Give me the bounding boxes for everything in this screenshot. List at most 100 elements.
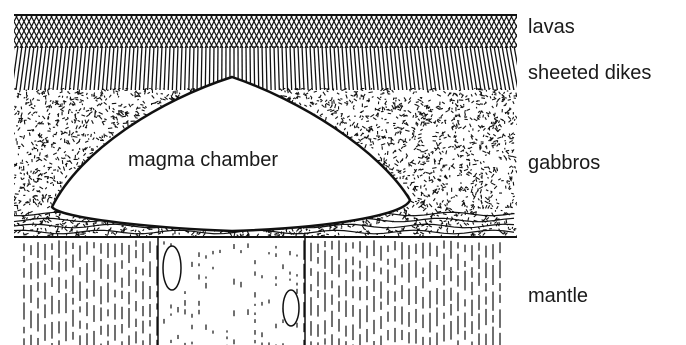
gabbro-speck (13, 177, 16, 178)
gabbro-speck (49, 163, 52, 164)
gabbro-speck (399, 149, 402, 152)
dike-stroke (156, 46, 158, 92)
gabbro-speck (372, 96, 374, 97)
gabbro-speck (23, 184, 24, 185)
gabbro-speck (418, 161, 420, 164)
gabbro-speck (138, 113, 139, 114)
gabbro-speck (425, 219, 427, 223)
gabbro-speck (421, 225, 424, 226)
gabbro-speck (45, 194, 47, 197)
gabbro-speck (497, 99, 499, 102)
gabbro-speck (124, 107, 127, 108)
gabbro-speck (366, 219, 367, 223)
gabbro-speck (512, 199, 513, 200)
gabbro-speck (456, 213, 457, 216)
gabbro-speck (465, 117, 467, 118)
gabbro-speck (36, 170, 40, 171)
gabbro-speck (309, 230, 310, 231)
gabbro-speck (497, 137, 501, 138)
gabbro-speck (456, 128, 457, 129)
gabbro-speck (81, 115, 85, 116)
gabbro-speck (453, 159, 455, 160)
gabbro-speck (494, 117, 498, 118)
gabbro-speck (480, 162, 481, 164)
dike-stroke (370, 46, 374, 92)
gabbro-speck (443, 91, 445, 93)
gabbro-speck (26, 202, 30, 203)
gabbro-speck (512, 150, 513, 151)
gabbro-speck (29, 179, 30, 183)
gabbro-speck (129, 104, 131, 107)
gabbro-speck (460, 107, 464, 108)
gabbro-speck (38, 92, 39, 94)
gabbro-speck (65, 175, 67, 178)
gabbro-speck (26, 217, 27, 219)
gabbro-speck (87, 227, 88, 230)
gabbro-speck (442, 190, 444, 191)
gabbro-speck (49, 128, 50, 130)
gabbro-speck (275, 234, 276, 235)
gabbro-speck (48, 168, 49, 170)
gabbro-speck (396, 160, 398, 163)
gabbro-speck (493, 126, 494, 129)
gabbro-speck (481, 182, 482, 185)
gabbro-speck (76, 118, 77, 121)
gabbro-speck (434, 160, 435, 164)
gabbro-speck (113, 118, 115, 119)
gabbro-speck (91, 134, 92, 137)
gabbro-speck (504, 155, 507, 158)
gabbro-speck (386, 159, 387, 161)
gabbro-speck (131, 230, 135, 231)
gabbro-speck (326, 103, 330, 105)
gabbro-speck (366, 223, 367, 225)
gabbro-speck (428, 121, 432, 123)
gabbro-speck (36, 157, 39, 158)
gabbro-speck (112, 232, 113, 234)
gabbro-speck (421, 140, 423, 143)
gabbro-speck (492, 106, 494, 108)
dike-stroke (298, 46, 300, 92)
gabbro-speck (419, 222, 420, 224)
gabbro-speck (152, 95, 154, 98)
gabbro-speck (86, 114, 90, 117)
gabbro-speck (467, 189, 469, 190)
label-mantle: mantle (528, 286, 588, 306)
gabbro-speck (42, 139, 44, 140)
gabbro-speck (492, 98, 496, 99)
gabbro-speck (39, 187, 43, 189)
gabbro-speck (320, 115, 322, 117)
label-magma-chamber: magma chamber (128, 150, 278, 170)
gabbro-speck (283, 96, 287, 97)
gabbro-speck (304, 93, 308, 95)
gabbro-speck (370, 139, 371, 142)
gabbro-speck (20, 173, 22, 174)
gabbro-speck (399, 115, 401, 117)
gabbro-speck (320, 100, 322, 102)
dike-stroke (201, 46, 202, 92)
gabbro-speck (513, 196, 515, 197)
gabbro-speck (451, 119, 454, 121)
gabbro-speck (23, 135, 24, 139)
gabbro-speck (491, 143, 494, 144)
gabbro-speck (389, 143, 392, 144)
gabbro-speck (27, 152, 29, 153)
gabbro-speck (306, 229, 307, 231)
gabbro-speck (441, 114, 443, 116)
gabbro-speck (23, 204, 25, 206)
dike-stroke (102, 46, 106, 92)
gabbro-speck (474, 119, 478, 121)
dike-stroke (164, 46, 166, 92)
dike-stroke (378, 46, 382, 92)
gabbro-speck (473, 206, 474, 209)
gabbro-speck (460, 170, 462, 171)
gabbro-speck (96, 100, 98, 101)
gabbro-speck (105, 135, 108, 136)
dike-stroke (94, 46, 98, 92)
gabbro-speck (471, 94, 472, 96)
gabbro-speck (472, 233, 473, 236)
gabbro-speck (73, 136, 77, 137)
gabbro-speck (93, 138, 95, 140)
gabbro-speck (401, 147, 403, 149)
gabbro-speck (56, 216, 59, 217)
gabbro-speck (491, 183, 495, 185)
